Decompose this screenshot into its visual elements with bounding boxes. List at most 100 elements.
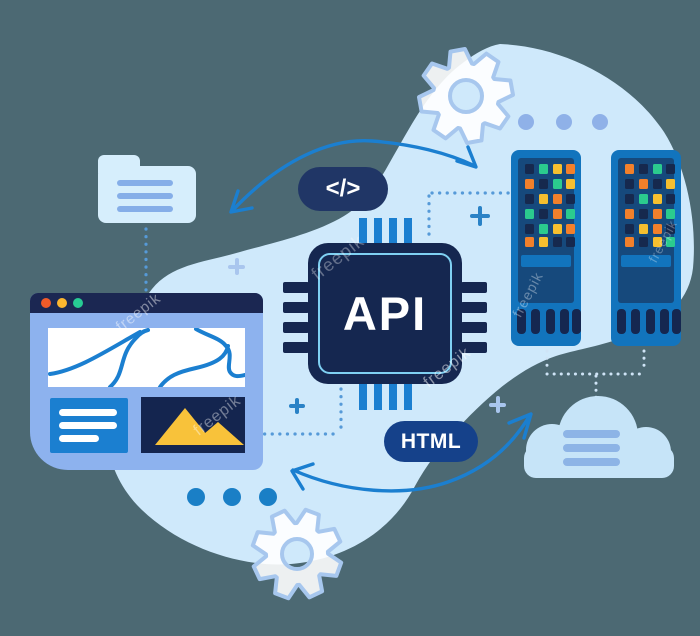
server-light: [553, 164, 562, 174]
arrowhead-left: [229, 189, 254, 214]
server-light: [666, 164, 675, 174]
api-chip: API: [283, 218, 487, 410]
server-light: [553, 237, 562, 247]
server-vent: [617, 309, 626, 334]
server-light: [625, 179, 634, 189]
chip-pin: [359, 218, 367, 244]
server-light: [666, 237, 675, 247]
map-roads: [48, 328, 245, 387]
server-light: [666, 179, 675, 189]
server-light: [539, 237, 548, 247]
plus-icon: [228, 258, 245, 275]
html-badge: HTML: [384, 421, 478, 462]
server-vent: [631, 309, 640, 334]
server-light: [525, 209, 534, 219]
arrowhead-right: [455, 145, 478, 169]
traffic-light-maximize: [73, 298, 83, 308]
server-light: [525, 179, 534, 189]
server-light: [566, 194, 575, 204]
arrowhead-left2: [290, 462, 315, 491]
decor-dot: [223, 488, 241, 506]
cloud-lines: [563, 430, 620, 466]
server-light: [653, 224, 662, 234]
html-badge-label: HTML: [400, 429, 462, 453]
chip-pin: [283, 282, 309, 293]
server-slot: [521, 255, 571, 267]
list-text-line: [59, 409, 117, 416]
server-light: [666, 224, 675, 234]
server-light: [625, 224, 634, 234]
list-text-line: [59, 422, 117, 429]
gear-icon: [417, 47, 515, 145]
chip-pin: [461, 322, 487, 333]
server-tower: [511, 150, 581, 346]
chip-pin: [461, 302, 487, 313]
server-light: [566, 179, 575, 189]
chip-pin: [374, 218, 382, 244]
server-light: [639, 224, 648, 234]
browser-title-bar: [30, 293, 263, 313]
server-light: [639, 237, 648, 247]
arrow-html-to-cloud: [291, 413, 532, 493]
server-light: [566, 164, 575, 174]
server-light: [566, 224, 575, 234]
server-light: [525, 164, 534, 174]
server-vent: [646, 309, 655, 334]
server-light: [625, 164, 634, 174]
server-light: [566, 237, 575, 247]
chip-pin: [283, 302, 309, 313]
server-light: [653, 194, 662, 204]
server-vent: [546, 309, 555, 334]
server-light: [653, 209, 662, 219]
server-light: [539, 164, 548, 174]
server-vent: [531, 309, 540, 334]
content-list-card: [50, 398, 128, 453]
folder-text-line: [117, 193, 173, 199]
arrow-code-to-servers: [230, 139, 477, 213]
folder-text-line: [117, 206, 173, 212]
chip-pin: [283, 342, 309, 353]
server-light: [639, 179, 648, 189]
server-light: [639, 209, 648, 219]
chip-inner-border: [318, 253, 452, 374]
server-light: [666, 209, 675, 219]
chip-body: API: [308, 243, 462, 384]
cloud-icon: [524, 396, 674, 478]
code-badge: </>: [298, 167, 388, 211]
server-light: [625, 209, 634, 219]
decor-dot: [518, 114, 534, 130]
server-vent: [672, 309, 681, 334]
folder-text-line: [117, 180, 173, 186]
server-light: [525, 194, 534, 204]
server-light: [639, 164, 648, 174]
server-light: [639, 194, 648, 204]
chip-pin: [374, 384, 382, 410]
server-light: [625, 194, 634, 204]
folder-icon-body: [98, 166, 196, 223]
server-light: [539, 209, 548, 219]
list-text-line: [59, 435, 99, 442]
image-card: [141, 397, 245, 453]
decor-dot: [187, 488, 205, 506]
server-light: [539, 224, 548, 234]
server-light: [553, 194, 562, 204]
server-light: [553, 224, 562, 234]
server-tower: [611, 150, 681, 346]
chip-pin: [283, 322, 309, 333]
server-light: [525, 224, 534, 234]
mountains-icon: [155, 408, 244, 445]
decor-dot: [259, 488, 277, 506]
browser-window: [30, 293, 263, 470]
server-light: [666, 194, 675, 204]
arrowhead-right2: [507, 412, 533, 440]
traffic-light-close: [41, 298, 51, 308]
server-light: [553, 179, 562, 189]
plus-icon: [489, 396, 506, 413]
chip-pin: [359, 384, 367, 410]
server-light: [539, 194, 548, 204]
server-vent: [660, 309, 669, 334]
server-light: [539, 179, 548, 189]
server-light: [653, 179, 662, 189]
chip-pin: [461, 342, 487, 353]
server-light: [566, 209, 575, 219]
